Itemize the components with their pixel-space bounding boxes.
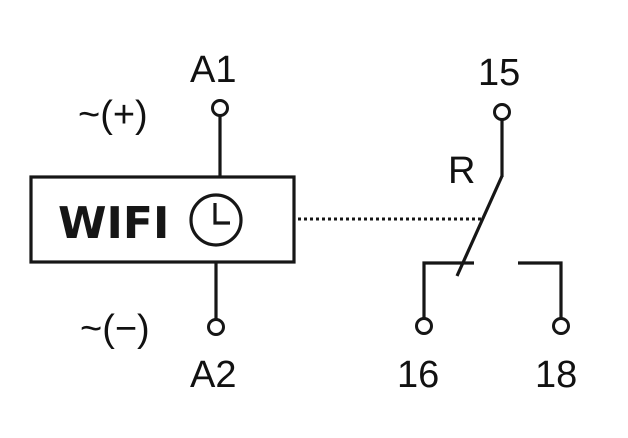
terminal-18 bbox=[552, 317, 570, 335]
terminal-15 bbox=[493, 103, 511, 121]
a2-label: A2 bbox=[190, 354, 236, 396]
a2-polarity-label: ~(−) bbox=[80, 308, 150, 350]
relay-label: R bbox=[448, 150, 475, 192]
clock-icon bbox=[189, 193, 243, 247]
no-contact-wire bbox=[518, 261, 563, 318]
nc-contact-wire bbox=[422, 261, 474, 318]
module-box bbox=[29, 175, 296, 264]
a1-polarity-label: ~(+) bbox=[78, 94, 148, 136]
terminal-16 bbox=[415, 317, 433, 335]
a1-label: A1 bbox=[190, 49, 236, 91]
a2-terminal bbox=[207, 318, 225, 336]
terminal-18-label: 18 bbox=[535, 354, 577, 396]
terminal-15-label: 15 bbox=[478, 52, 520, 94]
a1-terminal bbox=[211, 99, 229, 117]
terminal-16-label: 16 bbox=[397, 354, 439, 396]
switch-blade bbox=[455, 175, 504, 277]
module-label: WIFI bbox=[58, 198, 169, 249]
